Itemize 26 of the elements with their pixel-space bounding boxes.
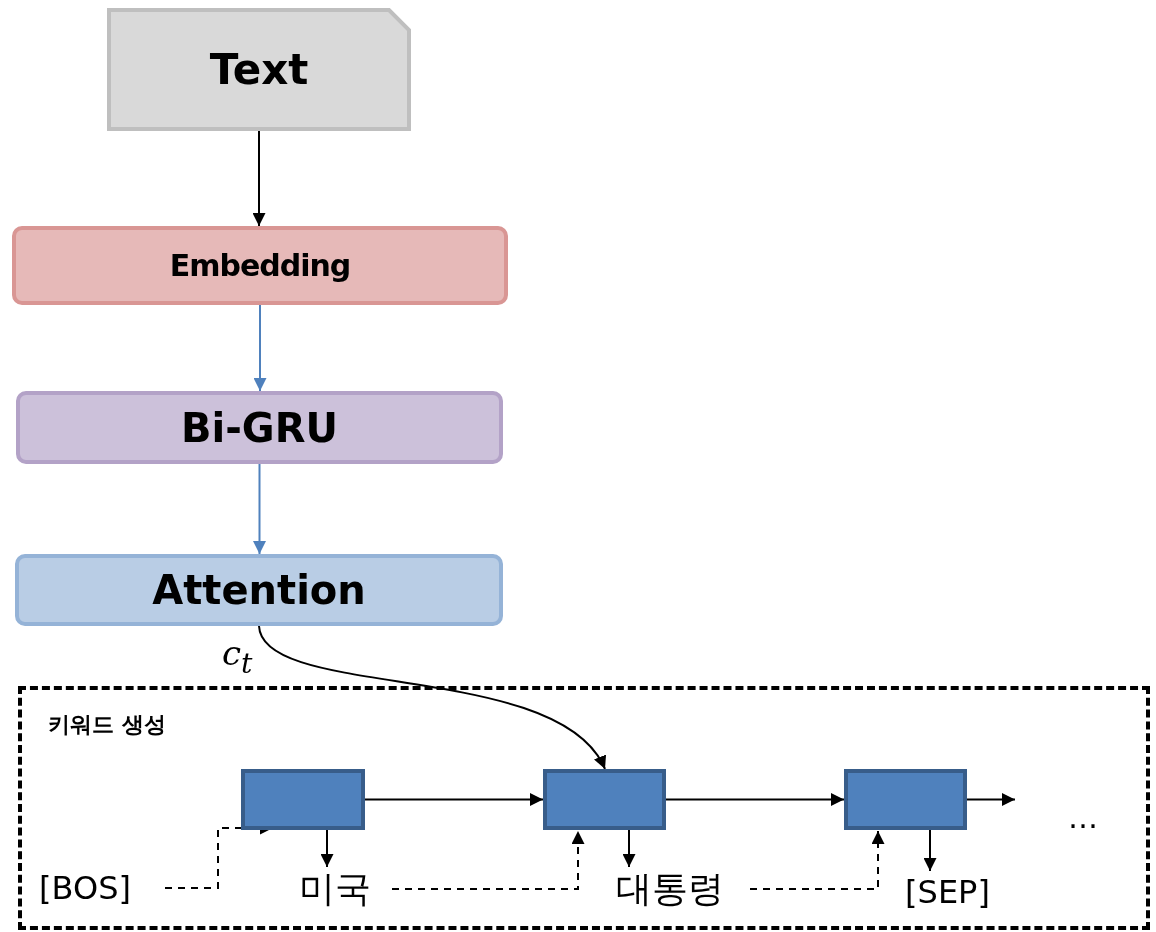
arrow	[253, 463, 266, 555]
arrow	[923, 829, 937, 872]
arrow	[622, 829, 636, 868]
dashed-arrow	[391, 830, 585, 890]
group-title: 키워드 생성	[48, 711, 166, 739]
arrow	[320, 829, 334, 868]
ellipsis-label: …	[1068, 800, 1098, 835]
arrow	[258, 625, 606, 770]
dashed-group-box	[18, 686, 1150, 930]
token-label: 미국	[285, 866, 385, 912]
process-box: Embedding	[12, 226, 508, 305]
arrow	[253, 304, 267, 392]
process-box: Bi-GRU	[16, 391, 503, 464]
token-label: 대통령	[605, 866, 735, 912]
cell-box	[241, 769, 365, 830]
document-shape: Text	[107, 8, 411, 131]
arrow	[966, 793, 1016, 806]
cell-box	[844, 769, 967, 830]
arrow	[252, 130, 266, 227]
dashed-arrow	[749, 830, 885, 890]
process-box: Attention	[15, 554, 503, 626]
cell-box	[543, 769, 666, 830]
arrow	[665, 793, 845, 806]
token-label: [SEP]	[895, 870, 1000, 914]
arrow	[364, 793, 544, 806]
token-label: [BOS]	[30, 866, 140, 910]
